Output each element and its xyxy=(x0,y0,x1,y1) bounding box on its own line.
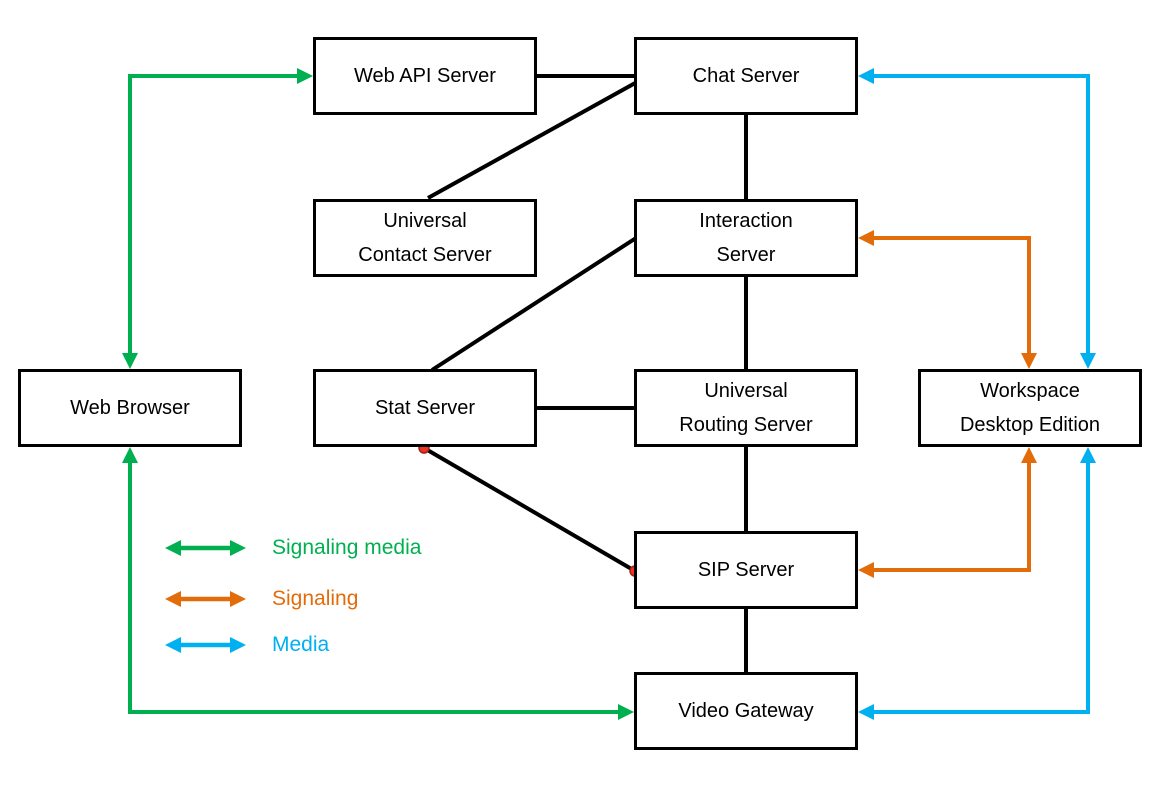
node-interaction-server: Interaction Server xyxy=(634,199,858,277)
legend-label-signaling-media: Signaling media xyxy=(272,536,422,559)
node-video-gateway: Video Gateway xyxy=(634,672,858,750)
edge-interaction-stat xyxy=(430,236,638,372)
edge-interaction-workspace-signaling xyxy=(858,230,1037,369)
edge-videogateway-workspace-media xyxy=(858,447,1096,720)
edge-browser-webapi-signaling-media xyxy=(122,68,313,369)
edge-sip-workspace-signaling xyxy=(858,447,1037,578)
node-universal-routing-server: Universal Routing Server xyxy=(634,369,858,447)
node-chat-server: Chat Server xyxy=(634,37,858,115)
edge-chat-workspace-media xyxy=(858,68,1096,369)
node-web-browser: Web Browser xyxy=(18,369,242,447)
edge-stat-sip xyxy=(422,446,637,573)
legend-arrow-signaling-media xyxy=(165,540,246,556)
legend-label-media: Media xyxy=(272,633,330,656)
node-stat-server: Stat Server xyxy=(313,369,537,447)
node-universal-contact-server: Universal Contact Server xyxy=(313,199,537,277)
edge-browser-videogateway-signaling-media xyxy=(122,447,634,720)
legend-arrow-signaling xyxy=(165,591,246,607)
legend-label-signaling: Signaling xyxy=(272,587,359,610)
legend-arrow-media xyxy=(165,637,246,653)
node-workspace-desktop-edition: Workspace Desktop Edition xyxy=(918,369,1142,447)
node-web-api-server: Web API Server xyxy=(313,37,537,115)
edge-ucs-chat xyxy=(427,80,638,200)
node-sip-server: SIP Server xyxy=(634,531,858,609)
